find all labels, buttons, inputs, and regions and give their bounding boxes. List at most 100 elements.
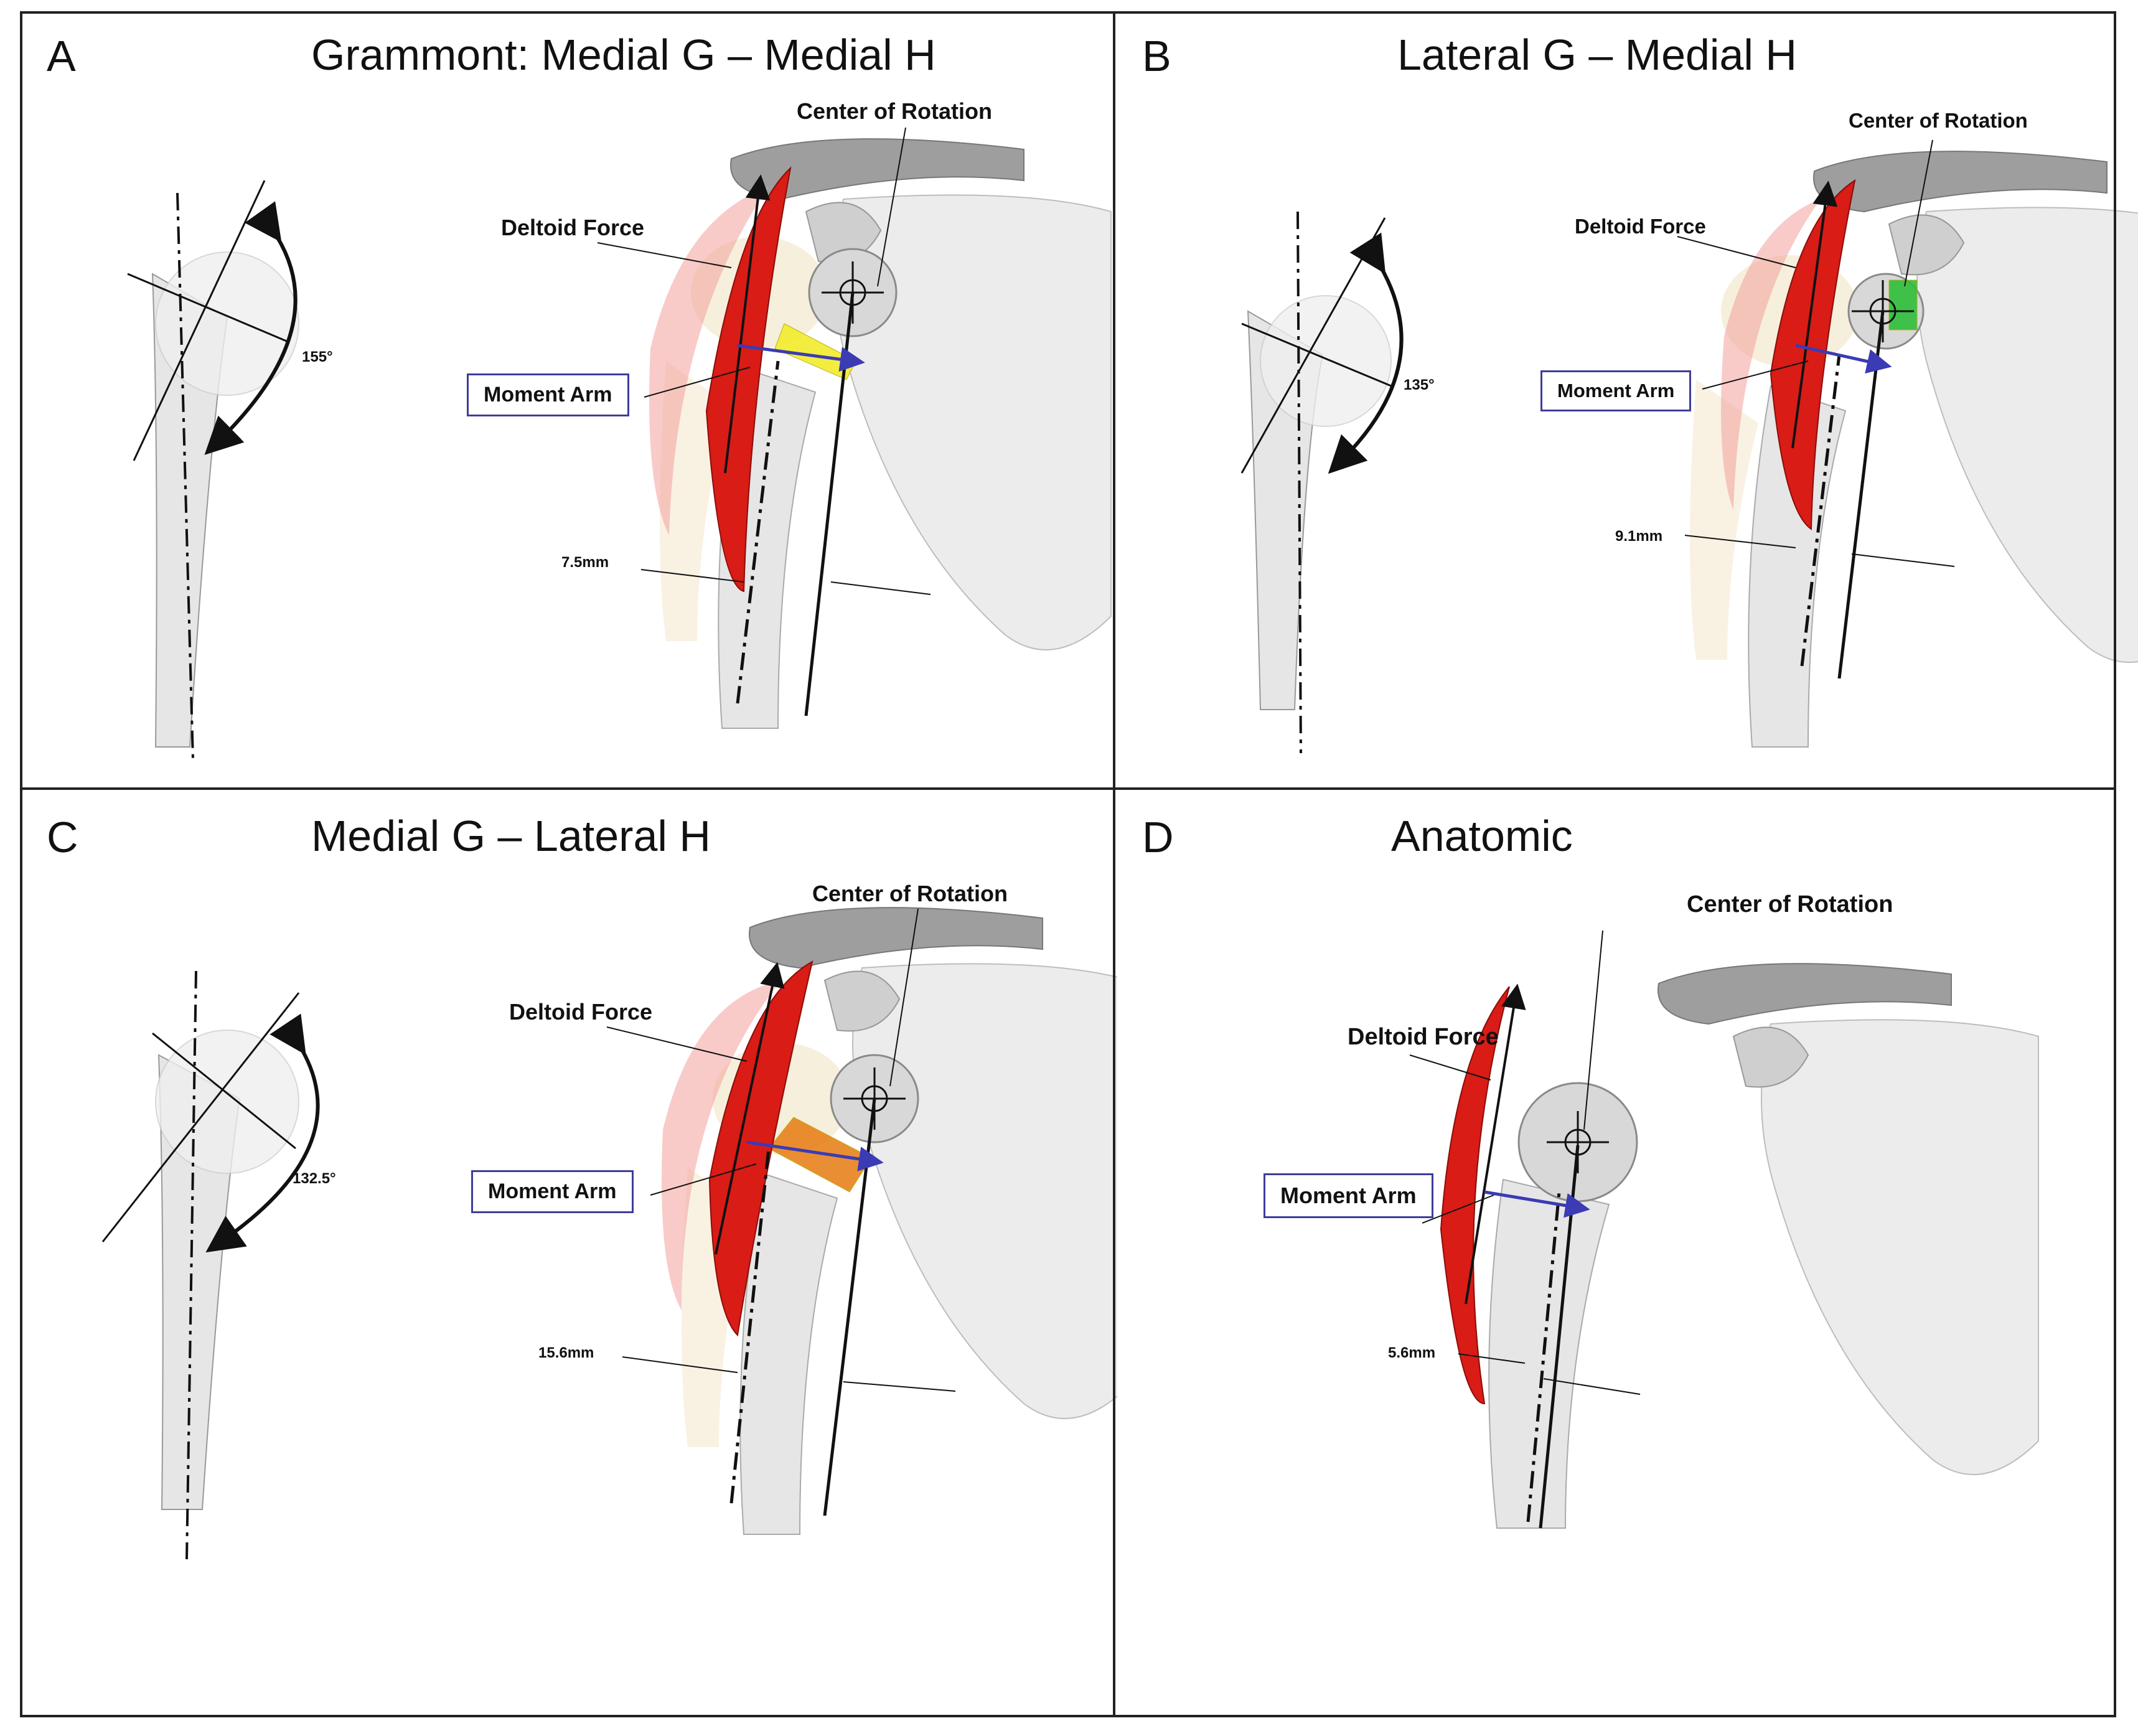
shaft-axis-dashed: [729, 1148, 771, 1504]
deltoid-ghost: [1721, 199, 1821, 510]
moment-arm-label: Moment Arm: [467, 373, 629, 416]
panel-letter: D: [1142, 813, 1174, 861]
line-leader: [843, 1381, 956, 1392]
panel-a: A Grammont: Medial G – Medial H Center o…: [22, 12, 1117, 784]
deltoid-leader: [597, 242, 732, 268]
panel-a-illustration: [127, 127, 1112, 760]
moment-leader: [1422, 1194, 1494, 1224]
shaft-axis-dashed: [1526, 1191, 1561, 1523]
offset-label: 15.6mm: [538, 1344, 594, 1361]
offset-leader: [622, 1356, 738, 1373]
coracoid: [1888, 214, 1965, 276]
scapula: [852, 963, 1117, 1419]
neck-shaft-angle-label: 155°: [302, 349, 333, 365]
divider-horizontal: [20, 787, 2116, 790]
deltoid-leader: [1677, 236, 1796, 268]
moment-arm-label: Moment Arm: [1264, 1173, 1433, 1218]
center-leader: [1904, 139, 1933, 287]
implant-insert: [774, 323, 856, 380]
offset-leader: [1684, 535, 1796, 548]
deltoid-force-arrow: [715, 962, 785, 1255]
small-humeral-head: [155, 251, 299, 396]
deltoid-force-arrow: [1791, 181, 1838, 449]
deltoid-muscle: [708, 960, 813, 1337]
panel-title: Lateral G – Medial H: [1397, 30, 1797, 79]
line-leader: [1543, 1378, 1641, 1395]
deltoid-muscle: [1770, 179, 1856, 530]
neck-shaft-angle-label: 132.5°: [293, 1170, 336, 1187]
center-leader: [1583, 930, 1603, 1130]
panel-letter: C: [47, 813, 78, 861]
moment-arm-label: Moment Arm: [471, 1170, 634, 1213]
offset-leader: [1458, 1353, 1526, 1364]
deltoid-muscle: [705, 166, 792, 593]
shaft-axis-dashed: [736, 360, 780, 704]
panel-title: Anatomic: [1391, 812, 1573, 860]
center-leader: [889, 908, 919, 1087]
outer-border-bottom: [20, 1715, 2116, 1717]
deltoid-force-label: Deltoid Force: [1575, 215, 1706, 238]
offset-leader: [640, 569, 744, 583]
offset-label: 7.5mm: [561, 554, 609, 571]
angle-arc: [205, 1013, 320, 1253]
moment-leader: [1702, 360, 1809, 390]
deltoid-force-label: Deltoid Force: [509, 999, 653, 1025]
deltoid-force-arrow: [724, 174, 771, 474]
scapula: [1761, 1019, 2039, 1475]
moment-arm-arrow: [737, 344, 865, 372]
center-of-rotation-label: Center of Rotation: [1849, 109, 2028, 132]
deltoid-force-label: Deltoid Force: [501, 215, 645, 240]
panel-title: Grammont: Medial G – Medial H: [311, 30, 936, 79]
moment-arm-label: Moment Arm: [1540, 370, 1692, 411]
coracoid: [823, 970, 901, 1032]
humeral-axis: [176, 192, 194, 760]
angle-arc: [1328, 232, 1404, 474]
panel-letter: A: [47, 32, 76, 80]
line-leader: [1851, 553, 1955, 567]
deltoid-leader: [1409, 1054, 1491, 1081]
panel-title: Medial G – Lateral H: [311, 812, 711, 860]
deltoid-ghost: [662, 980, 781, 1310]
panel-d: D Anatomic Center of Rotation Deltoid Fo…: [1117, 794, 2138, 1565]
offset-label: 9.1mm: [1615, 528, 1663, 545]
panel-b: B Lateral G – Medial H Center of Rotatio…: [1117, 12, 2138, 784]
moment-leader: [650, 1163, 757, 1196]
panel-c: C Medial G – Lateral H Center of Rotatio…: [22, 794, 1117, 1565]
offset-label: 5.6mm: [1388, 1344, 1436, 1361]
moment-arm-arrow: [746, 1140, 884, 1171]
rotation-line: [1837, 311, 1885, 679]
panel-d-illustration: [1409, 930, 2039, 1529]
moment-arm-arrow: [1795, 344, 1892, 374]
deltoid-ghost: [649, 187, 769, 535]
scapula: [1916, 207, 2138, 663]
humerus-shaft: [739, 1172, 838, 1535]
center-of-rotation-label: Center of Rotation: [1687, 891, 1893, 917]
deltoid-force-label: Deltoid Force: [1348, 1024, 1499, 1050]
center-of-rotation-label: Center of Rotation: [797, 98, 992, 124]
deltoid-force-arrow: [1465, 983, 1526, 1305]
panel-b-illustration: [1240, 139, 2138, 754]
deltoid-leader: [606, 1026, 748, 1062]
clavicle-acromion: [749, 907, 1043, 969]
neck-shaft-angle-label: 135°: [1404, 377, 1435, 393]
humeral-axis: [185, 970, 197, 1560]
deltoid-muscle: [1440, 986, 1510, 1405]
small-humeral-head: [1260, 295, 1392, 427]
outer-border-left: [20, 11, 22, 1717]
moment-leader: [644, 367, 751, 398]
center-leader: [877, 127, 906, 287]
clavicle-acromion: [1813, 151, 2108, 213]
line-leader: [830, 581, 931, 595]
small-humeral-head: [155, 1030, 299, 1174]
angle-arc: [204, 201, 298, 455]
panel-letter: B: [1142, 32, 1171, 80]
shaft-axis-dashed: [1800, 354, 1841, 667]
divider-vertical: [1113, 11, 1115, 1717]
center-of-rotation-label: Center of Rotation: [812, 881, 1008, 906]
humeral-axis: [1296, 211, 1302, 754]
moment-arm-arrow: [1484, 1190, 1590, 1218]
outer-border-top: [20, 11, 2116, 14]
implant-insert: [1888, 279, 1918, 331]
clavicle-acromion: [1657, 963, 1952, 1025]
